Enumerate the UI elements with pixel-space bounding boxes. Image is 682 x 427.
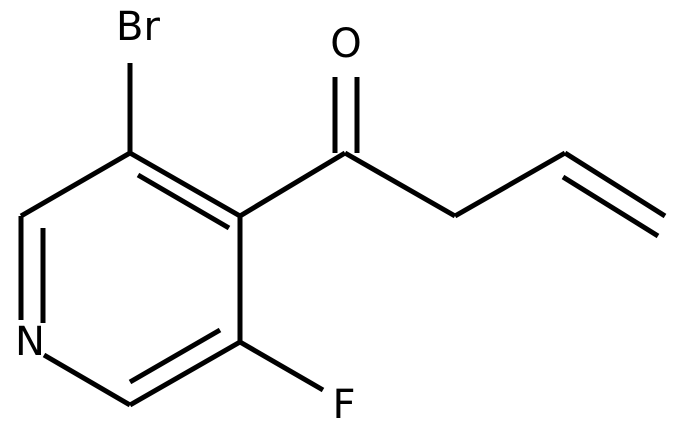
bond-c3-c4 [128,150,242,219]
atom-label-fluorine: F [332,382,355,427]
bond-ch-ch2-vinyl [563,150,667,219]
bond-ch-ch2-vinyl-inner [561,174,660,239]
bond-ch2-ch [453,150,567,219]
bond-carbonyl-ch2 [343,150,457,219]
atom-label-oxygen: O [330,21,361,67]
bond-c5-c6-inner [128,327,222,385]
bond-c6-n1 [42,352,132,408]
bond-c2-c3 [19,150,132,219]
bond-c5-c6 [128,339,242,408]
bond-c5-f [238,339,325,393]
bond-c3-c4-inner [136,172,231,231]
atom-label-nitrogen: N [15,319,45,365]
bond-c4-carbonyl [238,150,347,219]
atom-label-bromine: Br [116,4,160,50]
